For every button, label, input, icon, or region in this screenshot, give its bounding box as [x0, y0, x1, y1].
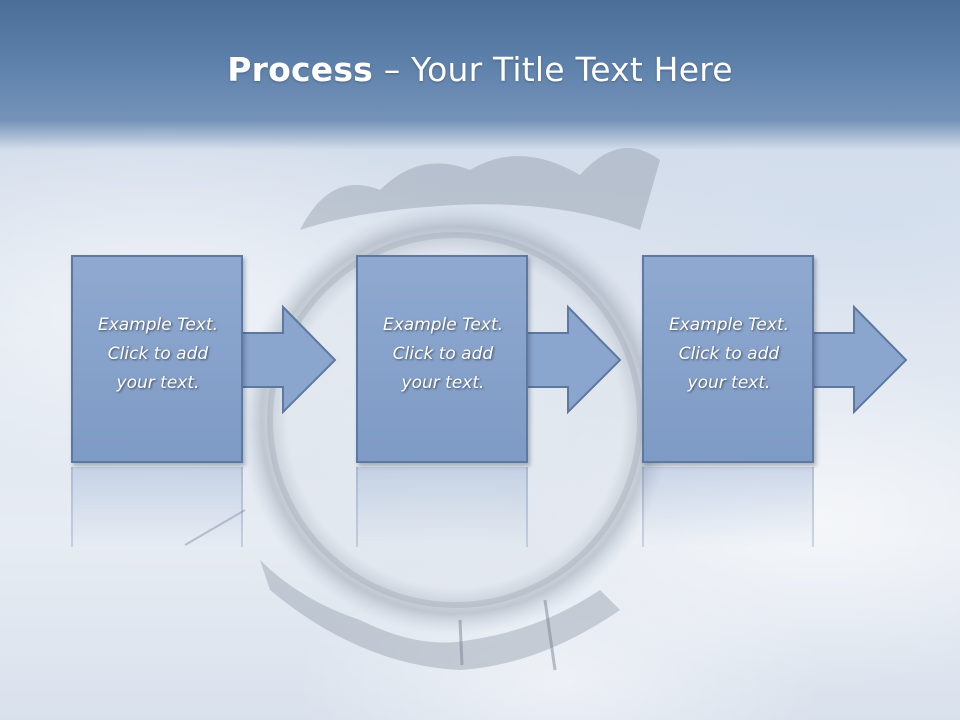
- title-band: [0, 0, 960, 150]
- slide-title[interactable]: Process – Your Title Text Here: [0, 50, 960, 89]
- process-step-1: Example Text. Click to add your text.: [71, 255, 351, 547]
- step-reflection: [71, 467, 243, 547]
- process-step-3: Example Text. Click to add your text.: [642, 255, 922, 547]
- arrow-right-icon: [811, 304, 908, 415]
- step-text-box[interactable]: Example Text. Click to add your text.: [71, 255, 243, 463]
- process-step-2: Example Text. Click to add your text.: [356, 255, 636, 547]
- step-text-box[interactable]: Example Text. Click to add your text.: [642, 255, 814, 463]
- arrow-right-icon: [240, 304, 337, 415]
- title-strong: Process: [227, 50, 374, 89]
- step-text[interactable]: Example Text. Click to add your text.: [668, 315, 790, 393]
- step-text[interactable]: Example Text. Click to add your text.: [97, 315, 219, 393]
- step-text[interactable]: Example Text. Click to add your text.: [382, 315, 504, 393]
- title-rest: – Your Title Text Here: [373, 50, 733, 89]
- arrow-right-icon: [525, 304, 622, 415]
- step-text-box[interactable]: Example Text. Click to add your text.: [356, 255, 528, 463]
- step-reflection: [356, 467, 528, 547]
- step-reflection: [642, 467, 814, 547]
